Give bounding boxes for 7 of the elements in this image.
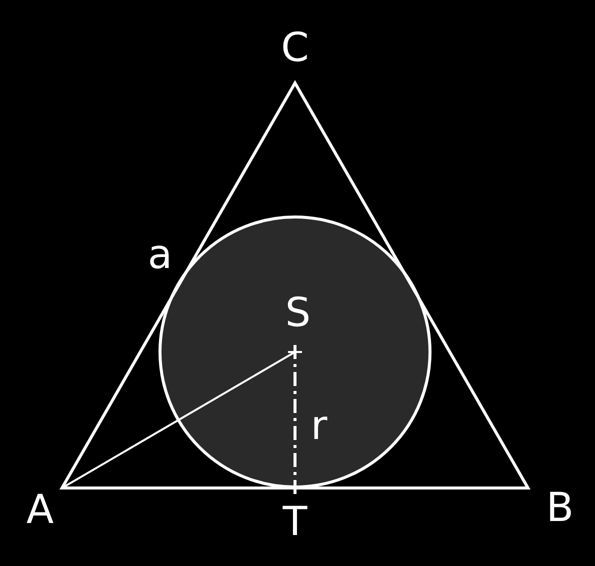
point-label: T — [282, 502, 308, 542]
side-label: a — [148, 235, 172, 275]
point-label: S — [285, 293, 311, 333]
point-label: A — [26, 490, 54, 530]
radius-label: r — [310, 406, 328, 446]
point-label: B — [546, 488, 574, 528]
point-label: C — [281, 28, 309, 68]
